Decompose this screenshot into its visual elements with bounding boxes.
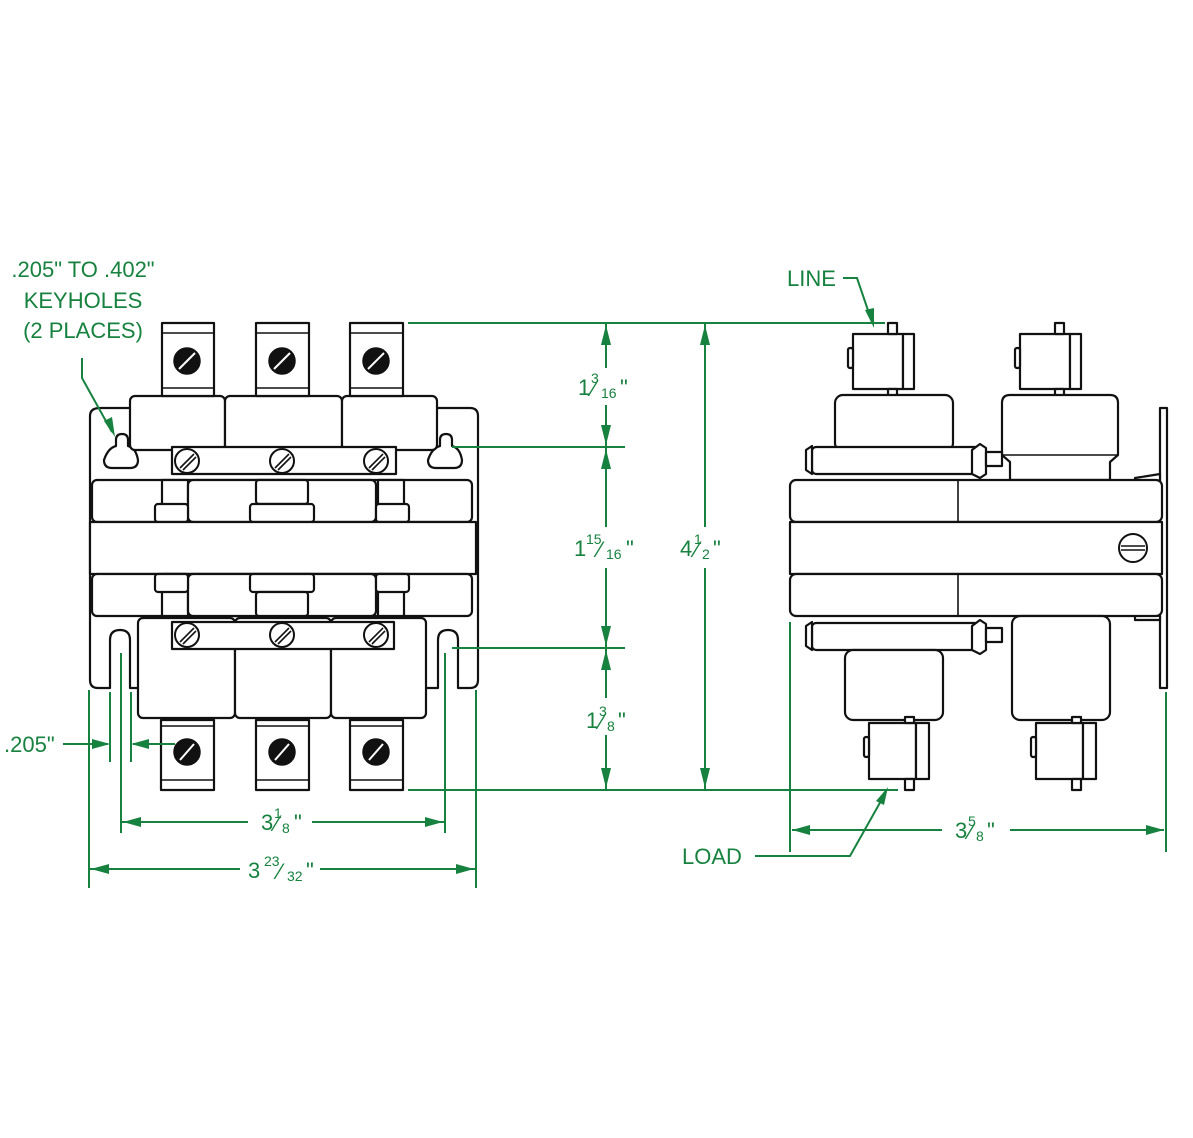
side-center-band (788, 520, 1164, 576)
side-lower-bar (810, 621, 982, 652)
side-lower-cover-1 (843, 648, 945, 722)
keyhole-note: .205" TO .402" KEYHOLES (2 PLACES) (11, 257, 154, 343)
keyhole-note-line1: .205" TO .402" (11, 257, 154, 282)
dim-whole: 3 (955, 818, 967, 843)
dim-unit: " (618, 708, 626, 733)
keyhole-width-label: .205" (4, 732, 55, 757)
dim-whole: 3 (261, 810, 273, 835)
dim-whole: 1 (586, 708, 598, 733)
upper-cover-3 (340, 394, 439, 452)
dim-unit: " (987, 818, 995, 843)
dim-whole: 3 (248, 858, 260, 883)
keyhole-note-line3: (2 PLACES) (23, 318, 143, 343)
side-view (788, 321, 1169, 792)
dim-den: 16 (606, 546, 622, 562)
terminal-top-1 (160, 321, 216, 398)
line-label: LINE (787, 266, 836, 291)
dim-middle-height: 1 15 ⁄ 16 " (574, 531, 634, 562)
dim-den: 32 (287, 868, 303, 884)
terminal-bottom-2 (254, 718, 311, 792)
dim-unit: " (306, 858, 314, 883)
line-terminal-1 (851, 332, 905, 391)
front-view (88, 321, 480, 792)
terminal-top-2 (254, 321, 311, 398)
load-label: LOAD (682, 844, 742, 869)
dim-bottom-terminal-height: 1 3 ⁄ 8 " (586, 703, 626, 734)
upper-cover-2 (223, 394, 344, 452)
dim-top-terminal-height: 1 3 ⁄ 16 " (578, 370, 628, 401)
side-body-lower (788, 572, 1164, 618)
load-terminal-2 (1034, 721, 1085, 781)
dimension-lines (63, 277, 1167, 888)
dim-den: 8 (607, 718, 615, 734)
dim-unit: " (294, 810, 302, 835)
dim-mounting-width: 3 1 ⁄ 8 " (261, 805, 302, 836)
dim-num: 15 (586, 531, 602, 547)
dim-den: 2 (702, 546, 710, 562)
side-lower-cover-2 (1010, 614, 1112, 722)
side-upper-cover-2 (1000, 393, 1120, 482)
side-upper-cover-1 (833, 393, 955, 453)
dim-whole: 1 (574, 536, 586, 561)
side-body-upper (788, 478, 1164, 524)
terminal-top-3 (348, 321, 405, 398)
top-terminals (160, 321, 405, 398)
terminal-bottom-3 (348, 718, 405, 792)
center-band (88, 520, 478, 576)
dim-unit: " (620, 375, 628, 400)
load-terminal-1 (867, 721, 918, 781)
dim-num: 5 (968, 813, 976, 829)
dim-num: 1 (274, 805, 282, 821)
dim-unit: " (626, 536, 634, 561)
keyhole-note-line2: KEYHOLES (24, 288, 143, 313)
dim-whole: 1 (578, 375, 590, 400)
side-screw-icon (1118, 533, 1148, 563)
keyhole-left-top (102, 432, 140, 470)
keyhole-right-top (426, 432, 464, 470)
dim-num: 23 (264, 853, 280, 869)
terminal-bottom-1 (159, 718, 216, 792)
dim-den: 8 (976, 828, 984, 844)
dim-num: 1 (694, 531, 702, 547)
dim-whole: 4 (680, 536, 692, 561)
dim-num: 3 (599, 703, 607, 719)
side-upper-bar (810, 445, 982, 476)
dim-side-depth: 3 5 ⁄ 8 " (955, 813, 995, 844)
dim-den: 16 (601, 385, 617, 401)
bottom-terminals (159, 718, 405, 792)
dim-num: 3 (591, 370, 599, 386)
line-terminal-2 (1018, 332, 1072, 391)
dim-overall-width: 3 23 ⁄ 32 " (248, 853, 314, 884)
dim-unit: " (713, 536, 721, 561)
upper-cover-1 (128, 394, 227, 452)
dim-overall-height: 4 1 ⁄ 2 " (680, 531, 721, 562)
dim-den: 8 (282, 820, 290, 836)
